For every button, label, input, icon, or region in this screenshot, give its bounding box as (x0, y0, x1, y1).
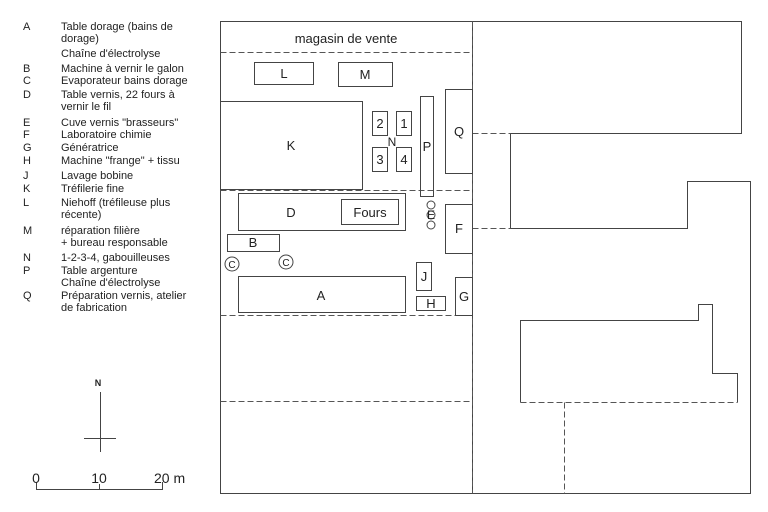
legend-text-a-3: Chaîne d'électrolyse (61, 48, 161, 60)
label-B: B (249, 235, 258, 250)
legend-text-m-1: réparation filière (61, 225, 140, 237)
main-building (220, 21, 473, 494)
north-label: N (95, 378, 102, 388)
box-J (416, 262, 432, 291)
label-3: 3 (376, 152, 383, 167)
box-1 (396, 111, 412, 136)
box-B (227, 234, 280, 252)
legend-key-g: G (23, 142, 32, 154)
partition-lines (220, 21, 738, 494)
circle-C-left (224, 256, 240, 272)
legend-text-p-2: Chaîne d'électrolyse (61, 277, 161, 289)
legend-text-k-1: Tréfilerie fine (61, 183, 125, 195)
circle-E-top (426, 200, 436, 210)
legend-text-d-2: vernir le fil (61, 101, 112, 113)
legend-key-h: H (23, 155, 31, 167)
label-F: F (455, 221, 463, 236)
circle-E-bottom (426, 220, 436, 230)
legend-key-b: B (23, 63, 31, 75)
legend-key-d: D (23, 89, 31, 101)
label-K: K (287, 138, 296, 153)
legend-key-f: F (23, 129, 30, 141)
box-4 (396, 147, 412, 172)
label-A: A (317, 288, 326, 303)
scale-tick-10: 10 (91, 470, 107, 486)
legend-key-l: L (23, 197, 30, 209)
legend-key-m: M (23, 225, 33, 237)
label-J: J (421, 269, 428, 284)
legend-key-p: P (23, 265, 31, 277)
legend-key-j: J (23, 170, 29, 182)
box-L (254, 62, 314, 85)
box-P (420, 96, 434, 197)
label-C-left: C (228, 260, 235, 271)
north-arrow: N (84, 378, 116, 452)
legend-key-k: K (23, 183, 31, 195)
legend-key-q: Q (23, 290, 32, 302)
label-M: M (360, 67, 371, 82)
label-D: D (286, 205, 295, 220)
box-K (220, 101, 363, 190)
legend-key-n: N (23, 252, 31, 264)
shop-label: magasin de vente (295, 31, 398, 46)
label-C-right: C (282, 258, 289, 269)
legend-text-l-2: récente) (61, 209, 102, 221)
legend-text-h-1: Machine "frange" + tissu (61, 155, 180, 167)
label-L: L (280, 66, 287, 81)
scale-tick-20: 20 m (154, 470, 185, 486)
label-H: H (426, 296, 435, 311)
label-P: P (423, 139, 432, 154)
label-E: E (427, 208, 435, 222)
legend-text-f-1: Laboratoire chimie (61, 129, 152, 141)
legend-text-e-1: Cuve vernis "brasseurs" (61, 117, 179, 129)
box-2 (372, 111, 388, 136)
legend-text-q-2: de fabrication (61, 302, 128, 314)
legend-text-j-1: Lavage bobine (61, 170, 134, 182)
legend-text-a-1: Table dorage (bains de (61, 21, 173, 33)
box-M (338, 62, 393, 87)
label-2: 2 (376, 116, 383, 131)
label-1: 1 (400, 116, 407, 131)
scale-bar: 0 10 20 m (32, 470, 185, 490)
legend-text-d-1: Table vernis, 22 fours à (61, 89, 175, 101)
legend-text-m-2: + bureau responsable (61, 237, 168, 249)
box-H (416, 296, 446, 311)
box-G (455, 277, 473, 316)
box-A (238, 276, 406, 313)
legend-text-p-1: Table argenture (61, 265, 138, 277)
legend-text-b-1: Machine à vernir le galon (61, 63, 184, 75)
east-building (472, 21, 751, 494)
legend-text-g-1: Génératrice (61, 142, 119, 154)
legend-text-q-1: Préparation vernis, atelier (61, 290, 187, 302)
legend-text-n-1: 1-2-3-4, gabouilleuses (61, 252, 170, 264)
label-fours: Fours (353, 205, 387, 220)
legend-key-a: A (23, 21, 31, 33)
label-Q: Q (454, 124, 464, 139)
box-3 (372, 147, 388, 172)
circle-C-right (278, 254, 294, 270)
label-G: G (459, 289, 469, 304)
box-fours (341, 199, 399, 225)
legend-text-c-1: Evaporateur bains dorage (61, 75, 188, 87)
label-4: 4 (400, 152, 407, 167)
legend-key-c: C (23, 75, 31, 87)
scale-tick-0: 0 (32, 470, 40, 486)
legend-text-l-1: Niehoff (tréfileuse plus (61, 197, 171, 209)
east-building-notch (520, 304, 738, 403)
box-Q (445, 89, 473, 174)
legend-text-a-2: dorage) (61, 33, 99, 45)
legend-key-e: E (23, 117, 31, 129)
box-F (445, 204, 473, 254)
box-D (238, 193, 406, 231)
label-N: N (388, 135, 397, 149)
circle-E-mid (426, 210, 436, 220)
